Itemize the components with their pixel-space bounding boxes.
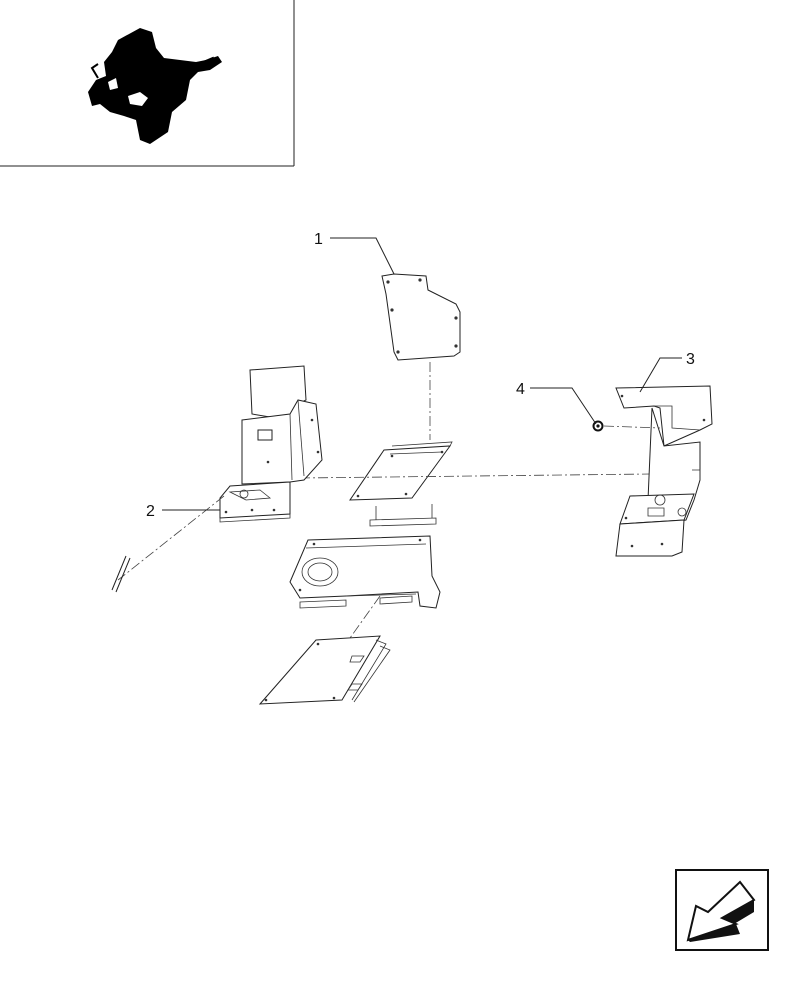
lower-axis-line [349,595,381,639]
callout-3-label: 3 [686,351,695,368]
part-2-left-console [219,365,323,523]
thumbnail-frame [0,0,295,167]
left-axis-line [117,495,225,581]
center-tunnel-duct [289,504,441,609]
callout-4-label: 4 [516,381,525,398]
horizontal-axis-line [299,473,651,479]
middle-floor-plate [349,441,453,501]
part-3-right-console [615,385,713,557]
part-1-panel [381,273,461,361]
machine-silhouette-icon [88,28,222,144]
left-small-bracket [111,555,131,593]
callout-2-label: 2 [146,503,155,520]
callout-leaders [162,237,682,511]
back-arrow-icon[interactable] [675,869,769,951]
part-4-fastener [592,420,661,432]
bottom-floor-plate [258,635,391,705]
callout-1-label: 1 [314,231,323,248]
